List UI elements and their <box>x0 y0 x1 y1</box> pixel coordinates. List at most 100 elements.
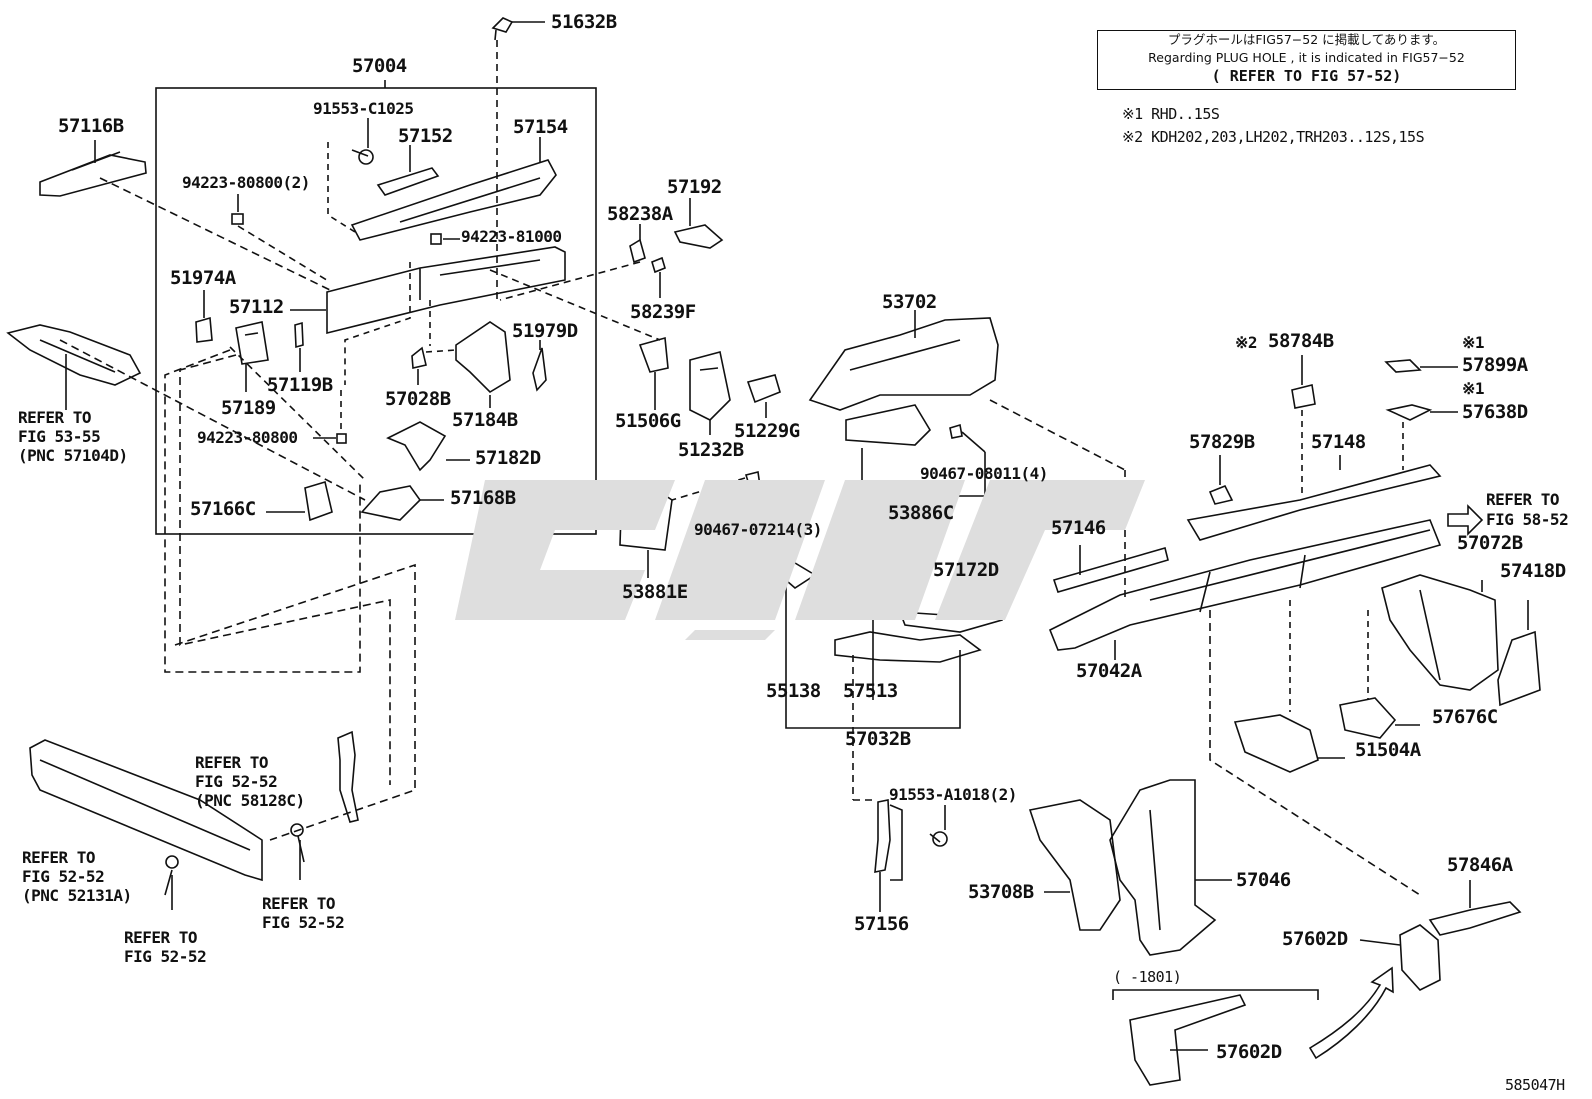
label-57154[interactable]: 57154 <box>513 116 568 138</box>
label-57829B[interactable]: 57829B <box>1189 431 1255 453</box>
ref-52-52-c-l2[interactable]: FIG 52-52 <box>262 913 345 932</box>
ref-53-55-l1[interactable]: REFER TO <box>18 408 92 427</box>
ref-53-55-l2[interactable]: FIG 53-55 <box>18 427 101 446</box>
part-53702 <box>808 317 999 411</box>
label-57146[interactable]: 57146 <box>1051 517 1106 539</box>
ref-52-52-b-l2[interactable]: FIG 52-52 <box>22 867 105 886</box>
part-57184B <box>455 321 511 394</box>
ref-52-52-d-l1[interactable]: REFER TO <box>124 928 198 947</box>
label-57602D-b[interactable]: 57602D <box>1216 1041 1282 1063</box>
label-57028B[interactable]: 57028B <box>385 388 451 410</box>
label-57172D[interactable]: 57172D <box>933 559 999 581</box>
label-57184B[interactable]: 57184B <box>452 409 518 431</box>
label-57112[interactable]: 57112 <box>229 296 284 318</box>
mark-1-a: ※1 <box>1462 333 1485 352</box>
ref-52-52-a-l2[interactable]: FIG 52-52 <box>195 772 278 791</box>
label-57182D[interactable]: 57182D <box>475 447 541 469</box>
part-58239F <box>651 256 666 274</box>
label-57004[interactable]: 57004 <box>352 55 407 77</box>
part-58238A <box>629 238 646 264</box>
label-57072B[interactable]: 57072B <box>1457 532 1523 554</box>
label-57846A[interactable]: 57846A <box>1447 854 1513 876</box>
part-57182D <box>386 421 447 472</box>
label-57189[interactable]: 57189 <box>221 397 276 419</box>
ref-52-52-a-l3[interactable]: (PNC 58128C) <box>195 791 305 810</box>
bolt-91553-A1018 <box>929 831 948 847</box>
arrow-58-52 <box>1447 504 1484 536</box>
part-57148 <box>1186 464 1442 541</box>
part-51232B <box>689 351 731 421</box>
label-51506G[interactable]: 51506G <box>615 410 681 432</box>
ref-53-55-l3[interactable]: (PNC 57104D) <box>18 446 128 465</box>
part-57156 <box>874 799 891 873</box>
label-57676C[interactable]: 57676C <box>1432 706 1498 728</box>
label-51979D[interactable]: 51979D <box>512 320 578 342</box>
part-51632B <box>491 17 514 41</box>
label-57116B[interactable]: 57116B <box>58 115 124 137</box>
part-51979D <box>532 347 547 392</box>
label-57148[interactable]: 57148 <box>1311 431 1366 453</box>
label-57119B[interactable]: 57119B <box>267 374 333 396</box>
label-53886C[interactable]: 53886C <box>888 502 954 524</box>
label-51974A[interactable]: 51974A <box>170 267 236 289</box>
label-51229G[interactable]: 51229G <box>734 420 800 442</box>
label-94223-81000[interactable]: 94223-81000 <box>461 227 562 246</box>
label-58239F[interactable]: 58239F <box>630 301 696 323</box>
label-57168B[interactable]: 57168B <box>450 487 516 509</box>
label-57899A[interactable]: 57899A <box>1462 354 1528 376</box>
label-53708B[interactable]: 53708B <box>968 881 1034 903</box>
part-57119B <box>294 321 304 349</box>
label-57418D[interactable]: 57418D <box>1500 560 1566 582</box>
ref-52-52-a-l1[interactable]: REFER TO <box>195 753 269 772</box>
part-51506G <box>638 336 669 373</box>
ref-58-52-l1[interactable]: REFER TO <box>1486 490 1560 509</box>
label-90467-08011-4[interactable]: 90467-08011(4) <box>920 464 1048 483</box>
part-57418D <box>1497 630 1541 707</box>
ref-52-52-b-l3[interactable]: (PNC 52131A) <box>22 886 132 905</box>
label-91553-A1018-2[interactable]: 91553-A1018(2) <box>889 785 1017 804</box>
label-90467-07214-3[interactable]: 90467-07214(3) <box>694 520 822 539</box>
label-57513[interactable]: 57513 <box>843 680 898 702</box>
ref-58-52-l2[interactable]: FIG 58-52 <box>1486 510 1569 529</box>
part-57112 <box>326 246 566 335</box>
range-label: ( -1801) <box>1113 968 1182 986</box>
label-57166C[interactable]: 57166C <box>190 498 256 520</box>
label-57156[interactable]: 57156 <box>854 913 909 935</box>
label-55138[interactable]: 55138 <box>766 680 821 702</box>
label-57638D[interactable]: 57638D <box>1462 401 1528 423</box>
label-57042A[interactable]: 57042A <box>1076 660 1142 682</box>
ref-52-52-b-l1[interactable]: REFER TO <box>22 848 96 867</box>
label-53881E[interactable]: 53881E <box>622 581 688 603</box>
label-57192[interactable]: 57192 <box>667 176 722 198</box>
part-57032B <box>834 631 982 663</box>
label-53702[interactable]: 53702 <box>882 291 937 313</box>
label-51232B[interactable]: 51232B <box>678 439 744 461</box>
label-51504A[interactable]: 51504A <box>1355 739 1421 761</box>
ref-52-52-c-l1[interactable]: REFER TO <box>262 894 336 913</box>
curved-arrow <box>1308 966 1394 1060</box>
bolt-right <box>290 823 305 863</box>
label-51632B[interactable]: 51632B <box>551 11 617 33</box>
label-57152[interactable]: 57152 <box>398 125 453 147</box>
part-57168B <box>360 485 422 521</box>
bolt-left <box>164 855 179 896</box>
note-line-jp: プラグホールはFIG57−52 に掲載してあります。 <box>1167 32 1446 47</box>
label-94223-80800[interactable]: 94223-80800 <box>197 428 298 447</box>
part-57154 <box>350 159 557 241</box>
label-94223-80800-2[interactable]: 94223-80800(2) <box>182 173 310 192</box>
part-57846A <box>1428 901 1522 936</box>
label-57032B[interactable]: 57032B <box>845 728 911 750</box>
part-51974A <box>195 316 213 343</box>
label-57602D-a[interactable]: 57602D <box>1282 928 1348 950</box>
part-91553-C1025 <box>351 149 374 165</box>
part-57146 <box>1052 547 1169 593</box>
watermark-logo <box>455 480 1145 640</box>
label-91553-C1025[interactable]: 91553-C1025 <box>313 99 414 118</box>
ref-52-52-d-l2[interactable]: FIG 52-52 <box>124 947 207 966</box>
footnote-2: ※2 KDH202,203,LH202,TRH203..12S,15S <box>1122 128 1425 146</box>
label-58784B[interactable]: 58784B <box>1268 330 1334 352</box>
label-58238A[interactable]: 58238A <box>607 203 673 225</box>
part-94223-80800-2 <box>231 213 244 225</box>
label-57046[interactable]: 57046 <box>1236 869 1291 891</box>
